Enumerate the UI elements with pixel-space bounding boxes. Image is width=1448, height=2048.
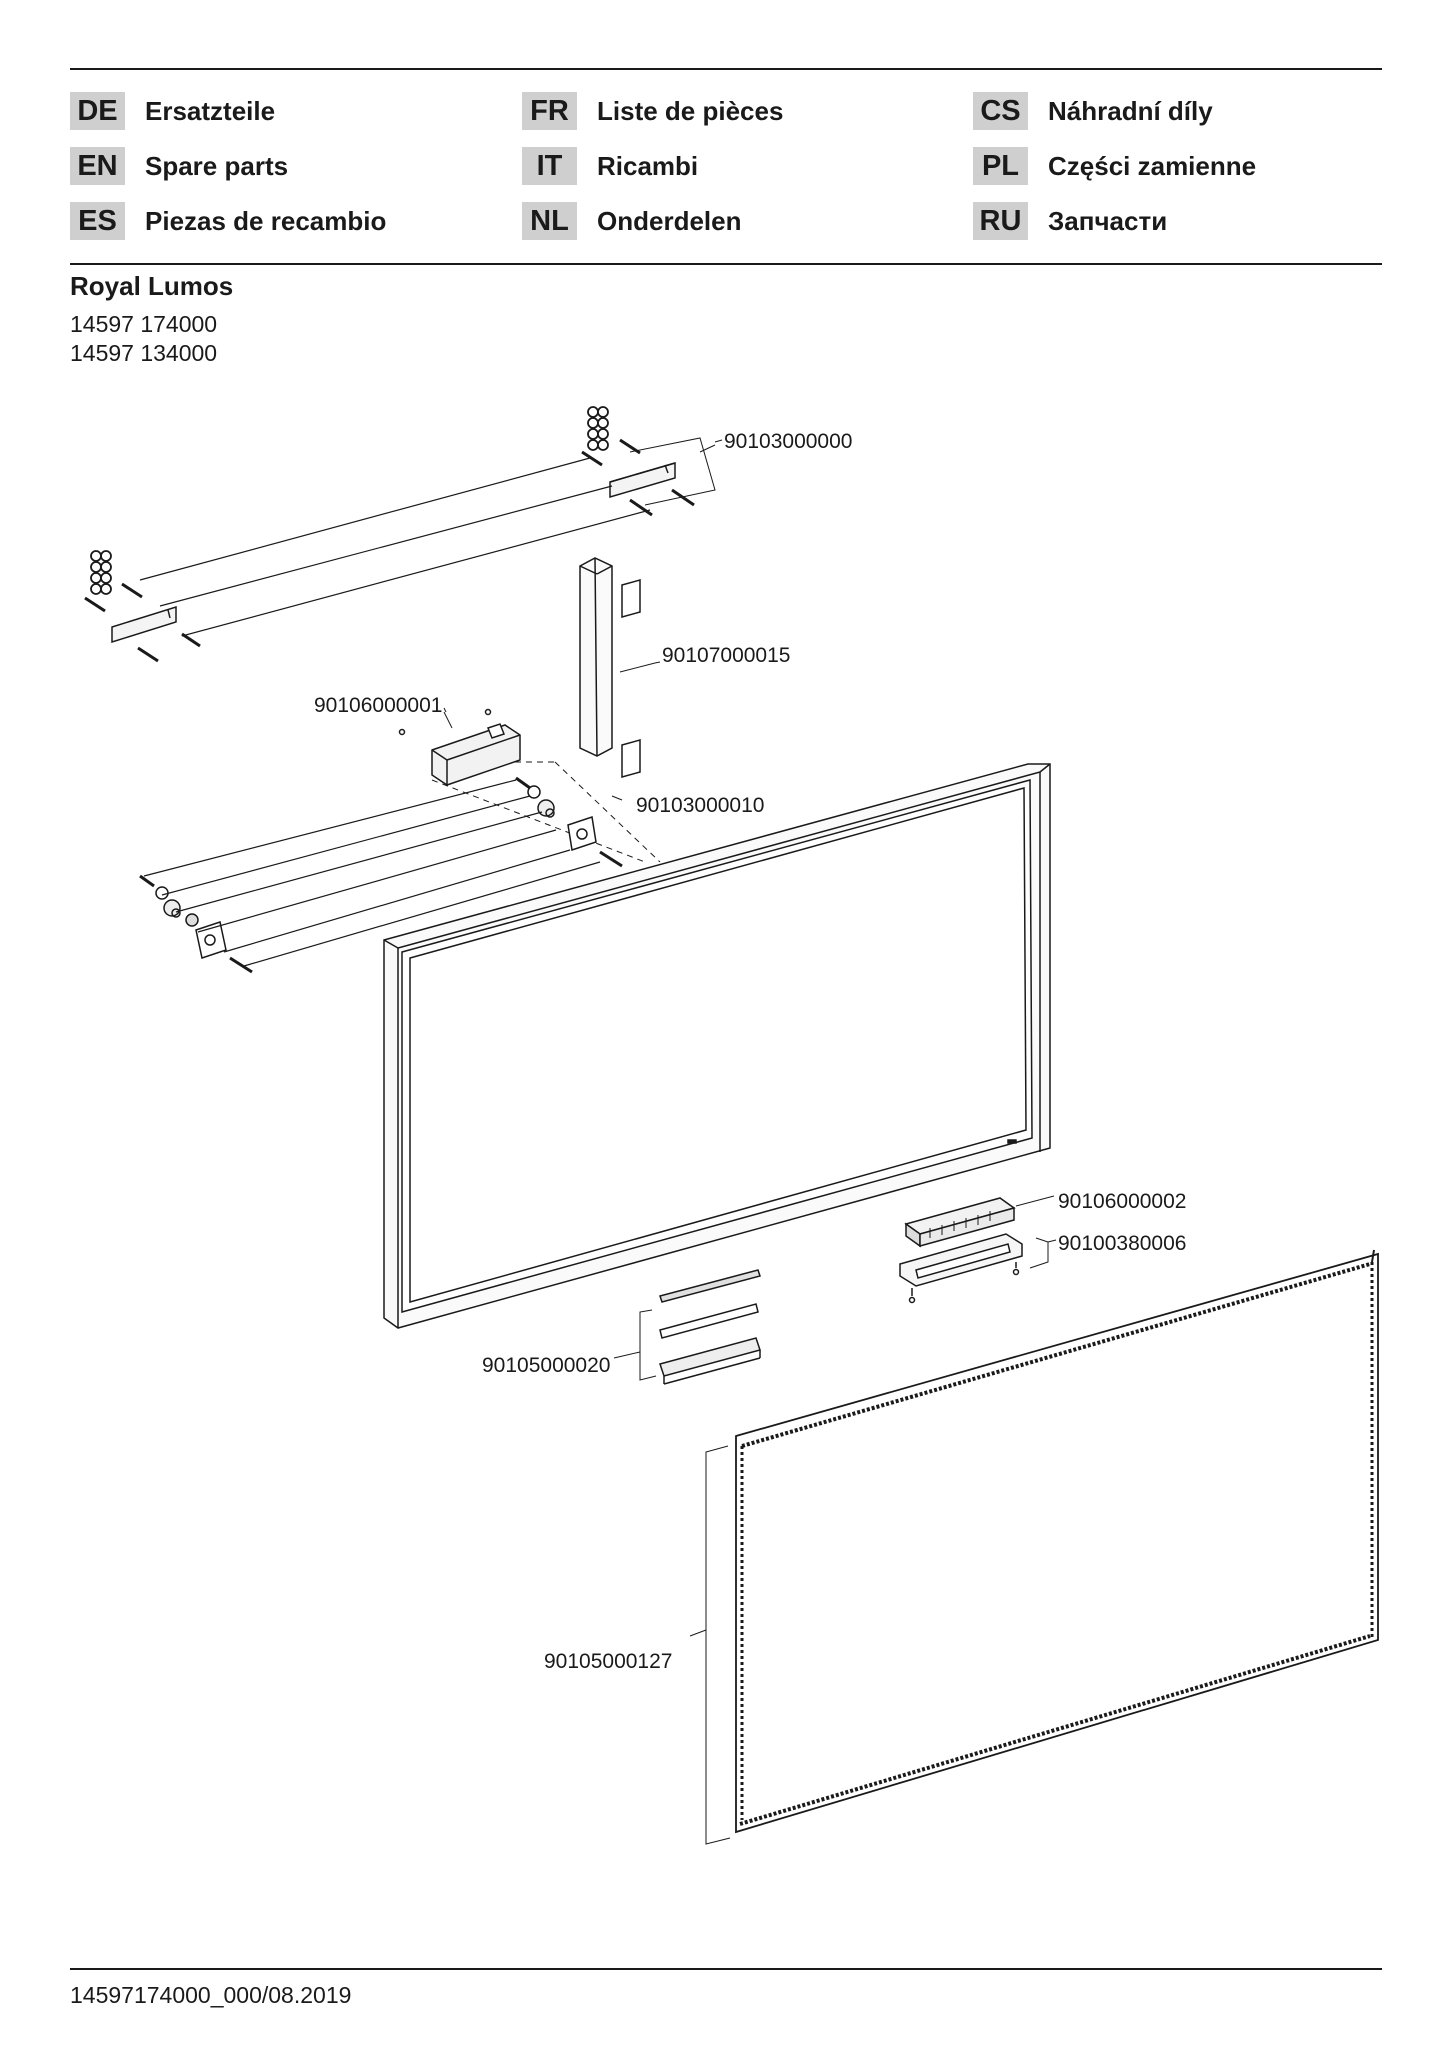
footer-rule [70, 1968, 1382, 1970]
lang-row-cs: CS Náhradní díly [973, 92, 1213, 130]
part-number-label: 90107000015 [662, 644, 790, 667]
lang-name: Piezas de recambio [145, 205, 387, 236]
lang-row-nl: NL Onderdelen [522, 202, 741, 240]
lang-code: CS [973, 92, 1028, 130]
document-id: 14597174000_000/08.2019 [70, 1982, 352, 2008]
top-rule [70, 68, 1382, 70]
lang-name: Ricambi [597, 150, 699, 181]
lang-row-pl: PL Części zamienne [973, 147, 1256, 185]
lang-row-en: EN Spare parts [70, 147, 288, 185]
article-number: 14597 134000 [70, 340, 218, 366]
lang-row-ru: RU Запчасти [973, 202, 1167, 240]
product-title: Royal Lumos [70, 271, 234, 301]
wall-bracket-top-left [84, 550, 201, 663]
cover-profiles [613, 1269, 761, 1385]
lang-code: NL [522, 202, 577, 240]
lang-code: FR [522, 92, 577, 130]
mirror-frame [383, 763, 1051, 1329]
part-number-label: 90106000001 [314, 694, 442, 717]
part-number-label: 90105000020 [482, 1354, 610, 1377]
lang-row-it: IT Ricambi [522, 147, 698, 185]
spacer-assembly-left [139, 874, 253, 974]
vertical-rail [579, 557, 656, 778]
lang-code: ES [70, 202, 125, 240]
part-number-label: 90103000010 [636, 794, 764, 817]
lang-row-de: DE Ersatzteile [70, 92, 275, 130]
part-number-label: 90105000127 [544, 1650, 672, 1673]
part-number-label: 90100380006 [1058, 1232, 1186, 1255]
lang-name: Spare parts [145, 150, 289, 181]
led-panel [689, 1249, 1379, 1845]
lang-name: Запчасти [1048, 205, 1168, 236]
wall-bracket-top-right [581, 406, 716, 517]
lang-name: Liste de pièces [597, 95, 784, 126]
article-number: 14597 174000 [70, 311, 218, 337]
lang-name: Części zamienne [1048, 150, 1257, 181]
driver-box [398, 708, 661, 863]
lang-name: Ersatzteile [145, 95, 276, 126]
lang-row-es: ES Piezas de recambio [70, 202, 386, 240]
header-bottom-rule [70, 263, 1382, 265]
lang-code: RU [973, 202, 1028, 240]
spacer-assembly-right [515, 776, 623, 868]
lang-code: IT [522, 147, 577, 185]
lang-code: EN [70, 147, 125, 185]
lang-name: Onderdelen [597, 205, 742, 236]
holder-bracket [899, 1233, 1057, 1304]
part-number-label: 90103000000 [724, 430, 852, 453]
lang-code: PL [973, 147, 1028, 185]
lang-row-fr: FR Liste de pièces [522, 92, 783, 130]
lang-name: Náhradní díly [1048, 95, 1213, 126]
part-number-label: 90106000002 [1058, 1190, 1186, 1213]
lang-code: DE [70, 92, 125, 130]
sensor-module [904, 1195, 1055, 1248]
